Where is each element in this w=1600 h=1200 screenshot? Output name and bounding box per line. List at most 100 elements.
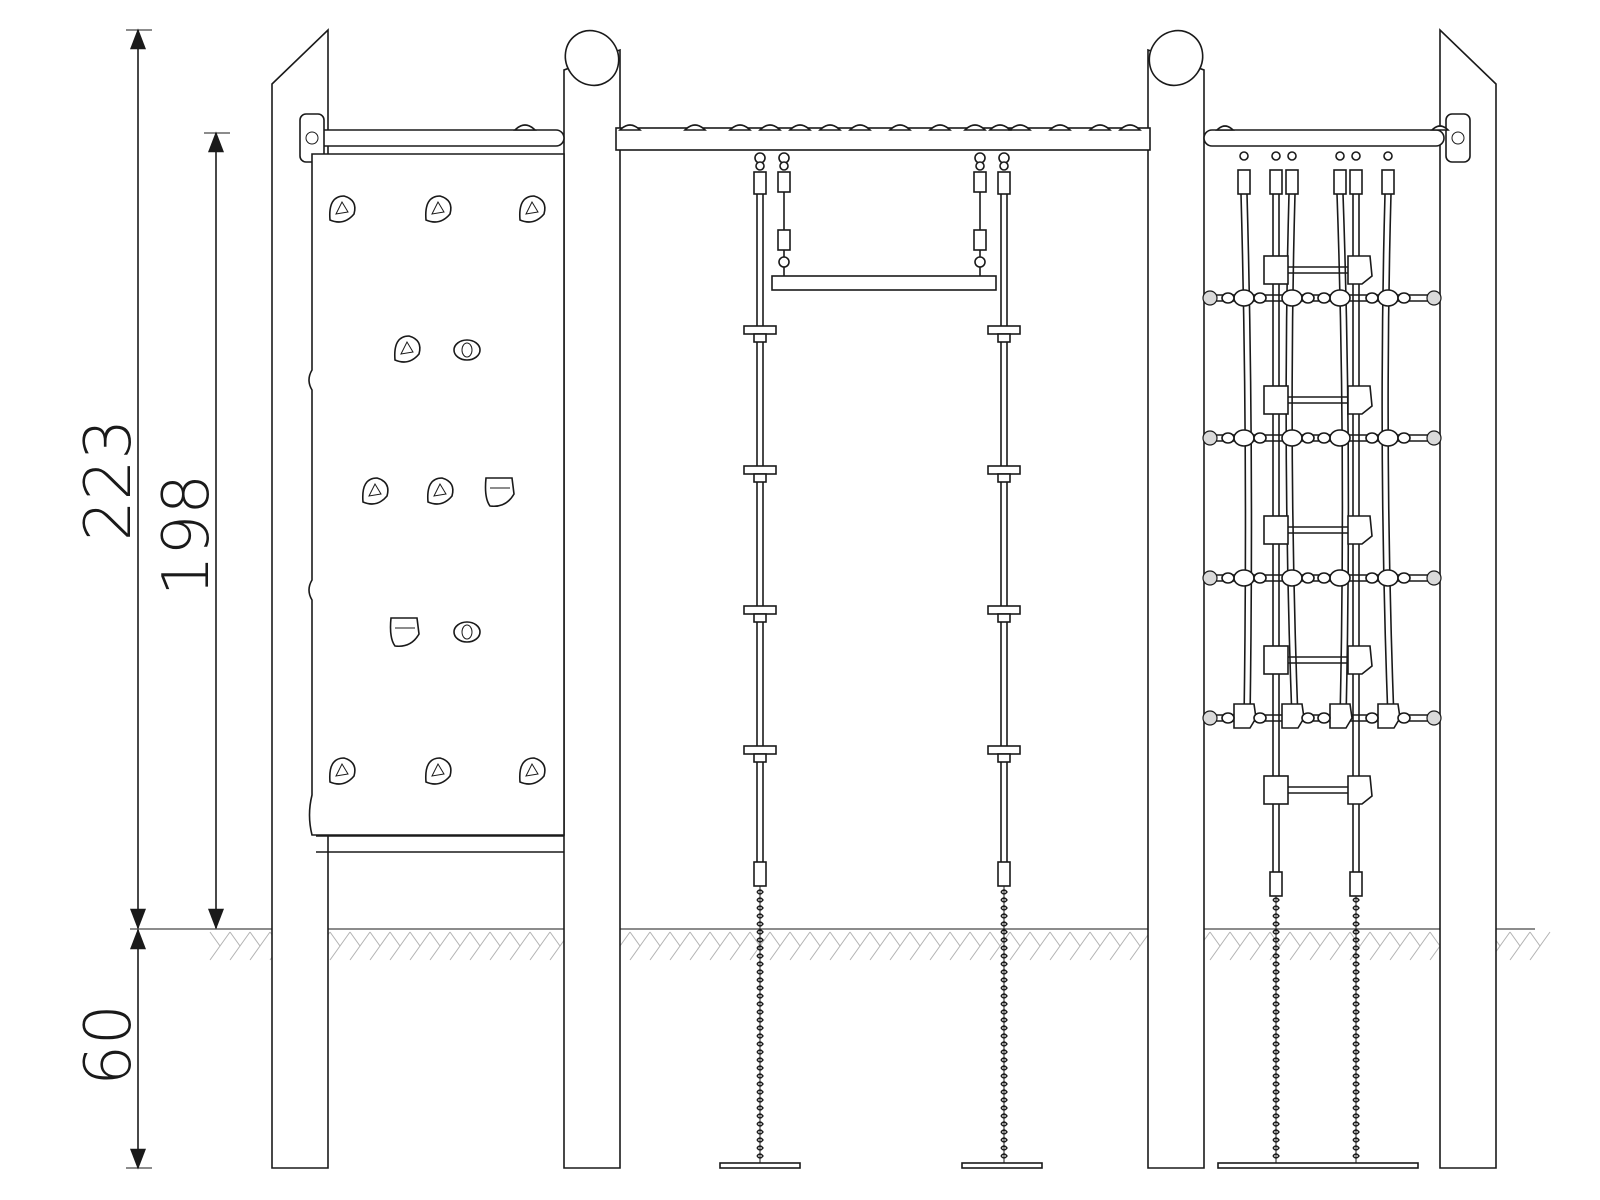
ladder-rung-connector bbox=[1263, 385, 1289, 415]
climbing-hold bbox=[426, 477, 454, 505]
beam-hold bbox=[1118, 124, 1142, 131]
rope-ladder-step-hub bbox=[997, 613, 1011, 623]
label-total-height: 223 bbox=[72, 419, 146, 541]
post-round-right bbox=[1147, 48, 1205, 1169]
net-rope bbox=[1387, 193, 1395, 721]
climbing-hold-detail bbox=[525, 200, 539, 215]
rope-ladder-step-hub bbox=[753, 333, 767, 343]
anchor-chain bbox=[1000, 889, 1008, 1159]
beam-hold bbox=[513, 124, 537, 131]
net-connector bbox=[1397, 572, 1411, 584]
net-connector bbox=[1281, 569, 1303, 587]
net-connector bbox=[1301, 432, 1315, 444]
shackle bbox=[1383, 151, 1393, 161]
posts bbox=[271, 28, 1497, 1169]
net-connector bbox=[1377, 429, 1399, 447]
rope-end-cap bbox=[1202, 710, 1218, 726]
beam-hold bbox=[888, 124, 912, 131]
net-connector bbox=[1329, 703, 1353, 729]
beam-hold bbox=[818, 124, 842, 131]
net-connector bbox=[1281, 429, 1303, 447]
net-connector bbox=[1329, 569, 1351, 587]
beam-hold bbox=[788, 124, 812, 131]
ladder-rung-connector bbox=[1347, 645, 1373, 675]
ground bbox=[130, 928, 1551, 961]
rope-end-cap bbox=[1202, 570, 1218, 586]
climbing-hold bbox=[328, 757, 356, 785]
net-connector bbox=[1365, 572, 1379, 584]
net-connector bbox=[1377, 703, 1401, 729]
ladder-rung-connector bbox=[1263, 645, 1289, 675]
net-connector bbox=[1233, 289, 1255, 307]
rope-ladder-step-hub bbox=[753, 473, 767, 483]
net-connector bbox=[1233, 569, 1255, 587]
net-connector bbox=[1365, 712, 1379, 724]
shackle bbox=[755, 161, 765, 171]
top-bars bbox=[299, 113, 1471, 163]
beam-hold bbox=[1048, 124, 1072, 131]
anchor-chain bbox=[1352, 897, 1360, 1159]
rope-clamp bbox=[997, 861, 1011, 887]
rope-clamp bbox=[777, 229, 791, 251]
rope-ladder-step bbox=[743, 605, 777, 615]
rope-ladder-step bbox=[743, 325, 777, 335]
mounting-plate-right bbox=[1445, 113, 1471, 163]
rope-clamp bbox=[753, 861, 767, 887]
climbing-hold bbox=[453, 339, 481, 361]
climbing-hold-detail bbox=[335, 762, 349, 777]
net-rope bbox=[1246, 193, 1253, 721]
climbing-hold bbox=[453, 621, 481, 643]
climbing-hold bbox=[328, 195, 356, 223]
shackle bbox=[974, 256, 986, 268]
climbing-hold-detail bbox=[431, 200, 445, 215]
net-connector bbox=[1329, 429, 1351, 447]
climbing-hold bbox=[484, 477, 515, 508]
rope-ladder-step bbox=[743, 745, 777, 755]
rope-clamp bbox=[997, 171, 1011, 195]
climbing-hold bbox=[424, 757, 452, 785]
climbing-hold bbox=[518, 757, 546, 785]
net-connector bbox=[1377, 289, 1399, 307]
beam-hold bbox=[1430, 125, 1450, 131]
ground-hatch bbox=[209, 931, 1551, 961]
rope-clamp bbox=[777, 171, 791, 193]
net-connector bbox=[1253, 572, 1267, 584]
net-connector bbox=[1233, 429, 1255, 447]
rope-clamp bbox=[973, 171, 987, 193]
beam-hold bbox=[618, 124, 642, 131]
beam-hold bbox=[848, 124, 872, 131]
beam-hold bbox=[1215, 125, 1235, 131]
top-beam-center bbox=[615, 127, 1151, 151]
rope-end-cap bbox=[1202, 290, 1218, 306]
net-connector bbox=[1377, 569, 1399, 587]
net-connector bbox=[1397, 712, 1411, 724]
beam-hold bbox=[683, 124, 707, 131]
climbing-hold-detail bbox=[400, 340, 414, 355]
net-connector bbox=[1329, 289, 1351, 307]
anchor-chain bbox=[1272, 897, 1280, 1159]
shackle bbox=[1239, 151, 1249, 161]
shackle bbox=[1335, 151, 1345, 161]
rope-clamp bbox=[1269, 871, 1283, 897]
rope-clamp bbox=[1285, 169, 1299, 195]
rope-end-cap bbox=[1426, 430, 1442, 446]
post-round-right-cap bbox=[1148, 29, 1204, 87]
net-connector bbox=[1281, 703, 1305, 729]
rope-end-cap bbox=[1426, 710, 1442, 726]
rope-ladder-step-hub bbox=[753, 753, 767, 763]
climbing-hold bbox=[518, 195, 546, 223]
rope-ladder-step-hub bbox=[753, 613, 767, 623]
dimension-lines: 223 198 60 bbox=[72, 28, 230, 1170]
post-round-left bbox=[563, 48, 621, 1169]
ladder-rung-connector bbox=[1347, 775, 1373, 805]
base-plate-right bbox=[961, 1162, 1043, 1169]
climbing-hold-detail bbox=[461, 624, 473, 640]
net-connector bbox=[1233, 703, 1257, 729]
rope-clamp bbox=[753, 171, 767, 195]
rope-ladder-step bbox=[987, 465, 1021, 475]
climbing-hold-detail bbox=[433, 482, 447, 497]
shackle bbox=[779, 161, 789, 171]
rope-clamp bbox=[973, 229, 987, 251]
beam-hold bbox=[728, 124, 752, 131]
